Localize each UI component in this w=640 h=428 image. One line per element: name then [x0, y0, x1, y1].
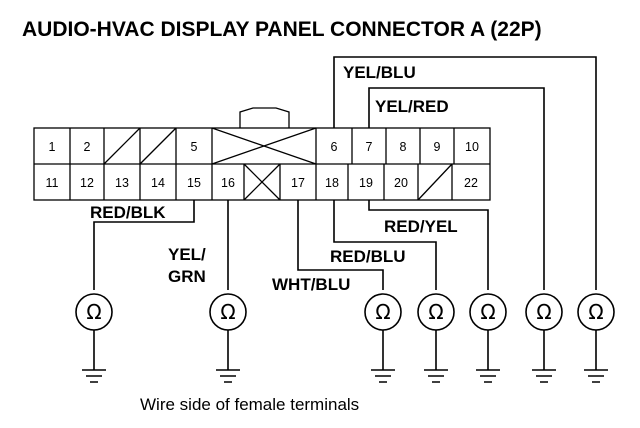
svg-text:Ω: Ω	[588, 300, 603, 324]
ohmmeter-icon: Ω	[364, 293, 402, 331]
wire-wht-blu	[297, 200, 384, 290]
pin-7-label: 7	[366, 140, 373, 154]
wire-label-yel-blu: YEL/BLU	[343, 63, 416, 82]
pin-15-label: 15	[187, 176, 201, 190]
wire-label-yel-grn-1: YEL/	[168, 245, 206, 264]
pin-10-label: 10	[465, 140, 479, 154]
wire-yel-red	[368, 87, 545, 290]
pin-14-label: 14	[151, 176, 165, 190]
pin-6-label: 6	[331, 140, 338, 154]
svg-text:Ω: Ω	[428, 300, 443, 324]
ground-icon	[584, 330, 608, 383]
diagram-title: AUDIO-HVAC DISPLAY PANEL CONNECTOR A (22…	[22, 18, 542, 41]
pin-18-label: 18	[325, 176, 339, 190]
pin-17-label: 17	[291, 176, 305, 190]
ground-icon	[476, 330, 500, 383]
svg-text:Ω: Ω	[86, 300, 101, 324]
ohmmeter-icon: Ω	[209, 293, 247, 331]
ohmmeter-icon: Ω	[469, 293, 507, 331]
wire-red-yel	[368, 200, 489, 290]
wire-label-wht-blu: WHT/BLU	[272, 275, 350, 294]
ground-icon	[532, 330, 556, 383]
pin-5-label: 5	[191, 140, 198, 154]
svg-text:Ω: Ω	[220, 300, 235, 324]
svg-text:Ω: Ω	[536, 300, 551, 324]
pin-2-label: 2	[84, 140, 91, 154]
connector-body	[33, 127, 491, 201]
pin-20-label: 20	[394, 176, 408, 190]
wire-label-yel-red: YEL/RED	[375, 97, 449, 116]
wire-label-red-blk: RED/BLK	[90, 203, 166, 222]
ground-icon	[371, 330, 395, 383]
wire-label-red-blu: RED/BLU	[330, 247, 406, 266]
pin-16-label: 16	[221, 176, 235, 190]
pin-19-label: 19	[359, 176, 373, 190]
wire-yel-blu	[333, 56, 597, 290]
pin-1-label: 1	[49, 140, 56, 154]
ohmmeter-icon: Ω	[525, 293, 563, 331]
pin-12-label: 12	[80, 176, 94, 190]
ohmmeter-icon: Ω	[417, 293, 455, 331]
pin-9-label: 9	[434, 140, 441, 154]
pin-13-label: 13	[115, 176, 129, 190]
pin-8-label: 8	[400, 140, 407, 154]
wire-red-blu	[333, 200, 437, 290]
ground-icon	[424, 330, 448, 383]
ohmmeter-icon: Ω	[577, 293, 615, 331]
wire-label-yel-grn-2: GRN	[168, 267, 206, 286]
pin-11-label: 11	[46, 176, 59, 190]
ground-icon	[216, 330, 240, 383]
ohmmeter-icon: Ω	[75, 293, 113, 331]
ground-icon	[82, 330, 106, 383]
svg-text:Ω: Ω	[375, 300, 390, 324]
connector-lock-tab	[239, 107, 290, 128]
svg-text:Ω: Ω	[480, 300, 495, 324]
pin-22-label: 22	[464, 176, 478, 190]
wire-red-blk	[93, 200, 195, 290]
wire-label-red-yel: RED/YEL	[384, 217, 458, 236]
diagram-caption: Wire side of female terminals	[140, 395, 359, 414]
